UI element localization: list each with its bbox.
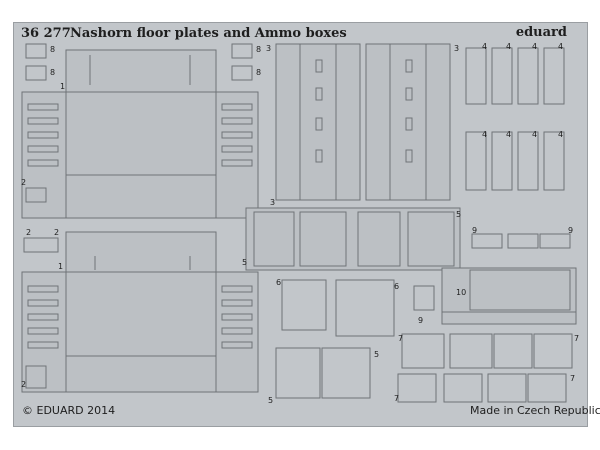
tall-box-panels	[275, 43, 451, 201]
part-number-7b: 7	[574, 334, 580, 343]
part-number-8d: 8	[256, 68, 262, 77]
part-number-4b: 4	[506, 42, 512, 51]
ammo-box-tray	[245, 207, 461, 271]
small-bracket-parts	[23, 43, 253, 389]
part-number-9a: 9	[472, 226, 478, 235]
part-number-8a: 8	[50, 45, 56, 54]
part-number-3a: 3	[266, 44, 272, 53]
part-number-9b: 9	[568, 226, 574, 235]
fret-code: 36 277	[21, 26, 71, 41]
part-number-8c: 8	[256, 45, 262, 54]
part-number-9c: 9	[418, 316, 424, 325]
strip-part-10	[441, 267, 577, 325]
middle-box-parts	[281, 279, 435, 337]
floor-plate-2-slots-left	[27, 285, 59, 349]
part-number-5a: 5	[242, 258, 248, 267]
part-number-4h: 4	[558, 130, 564, 139]
part-number-4g: 4	[532, 130, 538, 139]
part-number-7d: 7	[570, 374, 576, 383]
part-number-4e: 4	[482, 130, 488, 139]
floor-plate-1-slots-left	[27, 103, 59, 167]
part-number-6a: 6	[276, 278, 282, 287]
part-number-4c: 4	[532, 42, 538, 51]
part-number-6b: 6	[394, 282, 400, 291]
origin-text: Made in Czech Republic	[470, 404, 600, 417]
part-number-10: 10	[456, 288, 467, 297]
part-number-7a: 7	[398, 334, 404, 343]
part-number-2d: 2	[21, 380, 27, 389]
clip-parts	[465, 47, 565, 191]
box-lid-parts	[397, 333, 573, 403]
part-number-4d: 4	[558, 42, 564, 51]
part-number-5c: 5	[268, 396, 274, 405]
part-number-2c: 2	[54, 228, 60, 237]
part-number-2b: 2	[26, 228, 32, 237]
part-number-7c: 7	[394, 394, 400, 403]
brand-logo-text: eduard	[515, 25, 567, 40]
part-number-4f: 4	[506, 130, 512, 139]
floor-plate-1-slots-right	[221, 103, 253, 167]
part-number-3b: 3	[454, 44, 460, 53]
fret-title: Nashorn floor plates and Ammo boxes	[70, 26, 347, 41]
part-number-2a: 2	[21, 178, 27, 187]
part-number-8b: 8	[50, 68, 56, 77]
floor-plate-2	[21, 231, 259, 393]
part-number-5b: 5	[456, 210, 462, 219]
floor-plate-2-slots-right	[221, 285, 253, 349]
part-number-3c: 3	[270, 198, 276, 207]
copyright-text: © EDUARD 2014	[22, 404, 116, 417]
bottom-box-parts	[275, 347, 371, 399]
floor-plate-1	[21, 49, 259, 219]
angled-clip-parts	[471, 233, 571, 249]
part-number-1b: 1	[58, 262, 64, 271]
part-number-1a: 1	[60, 82, 66, 91]
part-number-4a: 4	[482, 42, 488, 51]
part-number-5d: 5	[374, 350, 380, 359]
